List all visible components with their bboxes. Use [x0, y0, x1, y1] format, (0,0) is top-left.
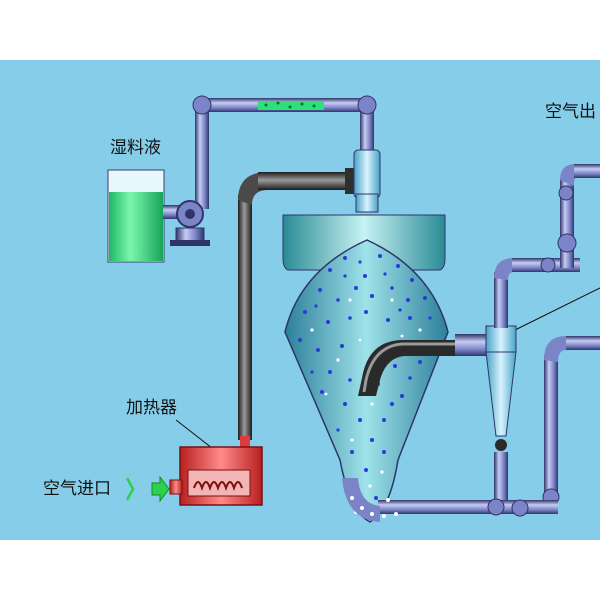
exhaust-pipe: [494, 164, 600, 280]
recycle-pipe: [542, 336, 600, 506]
inlet-arrows: [125, 475, 170, 503]
green-arrow-icon: [151, 475, 170, 503]
heater: [169, 446, 263, 506]
wet-liquid-label: 湿料液: [110, 138, 161, 158]
chamber-to-cyclone-pipe: [455, 334, 495, 356]
hot-air-pipe: [238, 168, 359, 448]
feed-pipe: [192, 95, 377, 209]
spray-particles: [298, 254, 432, 516]
heater-label: 加热器: [126, 398, 177, 418]
cyclone-leader-line: [514, 287, 600, 331]
liquid-tank: [107, 169, 165, 263]
air-outlet-label: 空气出: [545, 102, 596, 122]
cyclone-separator: [485, 272, 517, 506]
coil-icon: [193, 481, 243, 492]
liquid-flow-dots: [264, 101, 316, 109]
air-inlet-label: 空气进口: [43, 479, 111, 499]
heater-leader-line: [175, 419, 213, 449]
pump-icon: [163, 200, 210, 246]
bottom-outlet-pipe: [342, 478, 558, 522]
discharge-pipe: [358, 340, 460, 396]
spray-nozzle: [353, 149, 381, 246]
